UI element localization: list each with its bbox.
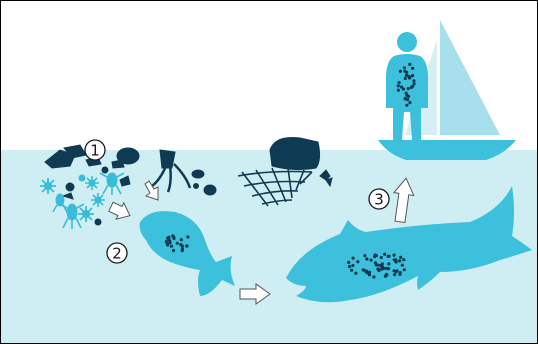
- microplastic-dot: [408, 63, 411, 66]
- microplastic-dot: [385, 273, 388, 276]
- step-3-marker: 3: [369, 189, 389, 209]
- microplastic-dot: [403, 268, 406, 271]
- step-1-label: 1: [90, 142, 100, 160]
- microplastic-dot: [365, 257, 368, 260]
- microplastic-dot: [374, 253, 377, 256]
- microplastic-dot: [176, 242, 179, 245]
- microplastic-dot: [380, 268, 383, 271]
- microplastic-dot: [181, 247, 184, 250]
- microplastic-dot: [376, 263, 379, 266]
- microplastic-dot: [401, 264, 404, 267]
- step-2-marker: 2: [107, 243, 127, 263]
- microplastic-dot: [405, 92, 408, 95]
- microplastic-dot: [387, 262, 390, 265]
- microplastic-dot: [365, 270, 368, 273]
- microplastic-dot: [356, 260, 359, 263]
- microplastic-dot: [387, 267, 390, 270]
- microplastic-dot: [347, 261, 350, 264]
- microplastic-dot: [412, 79, 415, 82]
- microplastic-dot: [407, 87, 410, 90]
- step-3-label: 3: [374, 191, 384, 209]
- microplastic-dot: [372, 275, 375, 278]
- microplastic-dot: [351, 264, 354, 267]
- microplastic-dot: [398, 259, 401, 262]
- microplastic-dot: [403, 66, 406, 69]
- microplastic-dot: [405, 104, 408, 107]
- microplastic-dot: [181, 244, 184, 247]
- microplastic-dot: [411, 67, 414, 70]
- microplastic-dot: [383, 253, 386, 256]
- microplastic-dot: [407, 95, 410, 98]
- step-1-marker: 1: [85, 140, 105, 160]
- microplastic-dot: [186, 235, 189, 238]
- microplastic-dot: [397, 89, 400, 92]
- microplastic-dot: [399, 271, 402, 274]
- microplastic-dot: [404, 77, 407, 80]
- microplastic-dot: [352, 257, 355, 260]
- microplastic-dot: [405, 71, 408, 74]
- step-2-label: 2: [112, 245, 122, 263]
- microplastic-dot: [399, 70, 402, 73]
- microplastic-dot: [368, 273, 371, 276]
- microplastic-dot: [166, 243, 169, 246]
- microplastic-dot: [393, 258, 396, 261]
- microplastic-dot: [411, 74, 414, 77]
- microplastic-dot: [370, 259, 373, 262]
- microplastic-dot: [169, 241, 172, 244]
- microplastic-dot: [377, 269, 380, 272]
- microplastic-dot: [170, 245, 173, 248]
- microplastic-dot: [172, 249, 175, 252]
- microplastic-dot: [408, 101, 411, 104]
- microplastic-dot: [392, 269, 395, 272]
- microplastic-dot: [406, 98, 409, 101]
- microplastic-dot: [380, 256, 383, 259]
- microplastic-dot: [402, 258, 405, 261]
- microplastic-dot: [171, 234, 174, 237]
- microplastic-dot: [354, 272, 357, 275]
- microplastic-dot: [363, 254, 366, 257]
- microplastic-dot: [387, 255, 390, 258]
- microplastic-dot: [167, 238, 170, 241]
- microplastic-dot: [400, 85, 403, 88]
- microplastic-dot: [411, 85, 414, 88]
- microplastic-dot: [185, 245, 188, 248]
- microplastic-dot: [405, 74, 408, 77]
- microplastic-dot: [393, 254, 396, 257]
- microplastic-dot: [408, 76, 411, 79]
- microplastic-dot: [180, 238, 183, 241]
- microplastic-dot: [348, 265, 351, 268]
- microplastic-dot: [398, 81, 401, 84]
- microplastic-dot: [350, 269, 353, 272]
- microplastic-dot: [397, 84, 400, 87]
- microplastic-dot: [399, 256, 402, 259]
- microplastic-dot: [393, 273, 396, 276]
